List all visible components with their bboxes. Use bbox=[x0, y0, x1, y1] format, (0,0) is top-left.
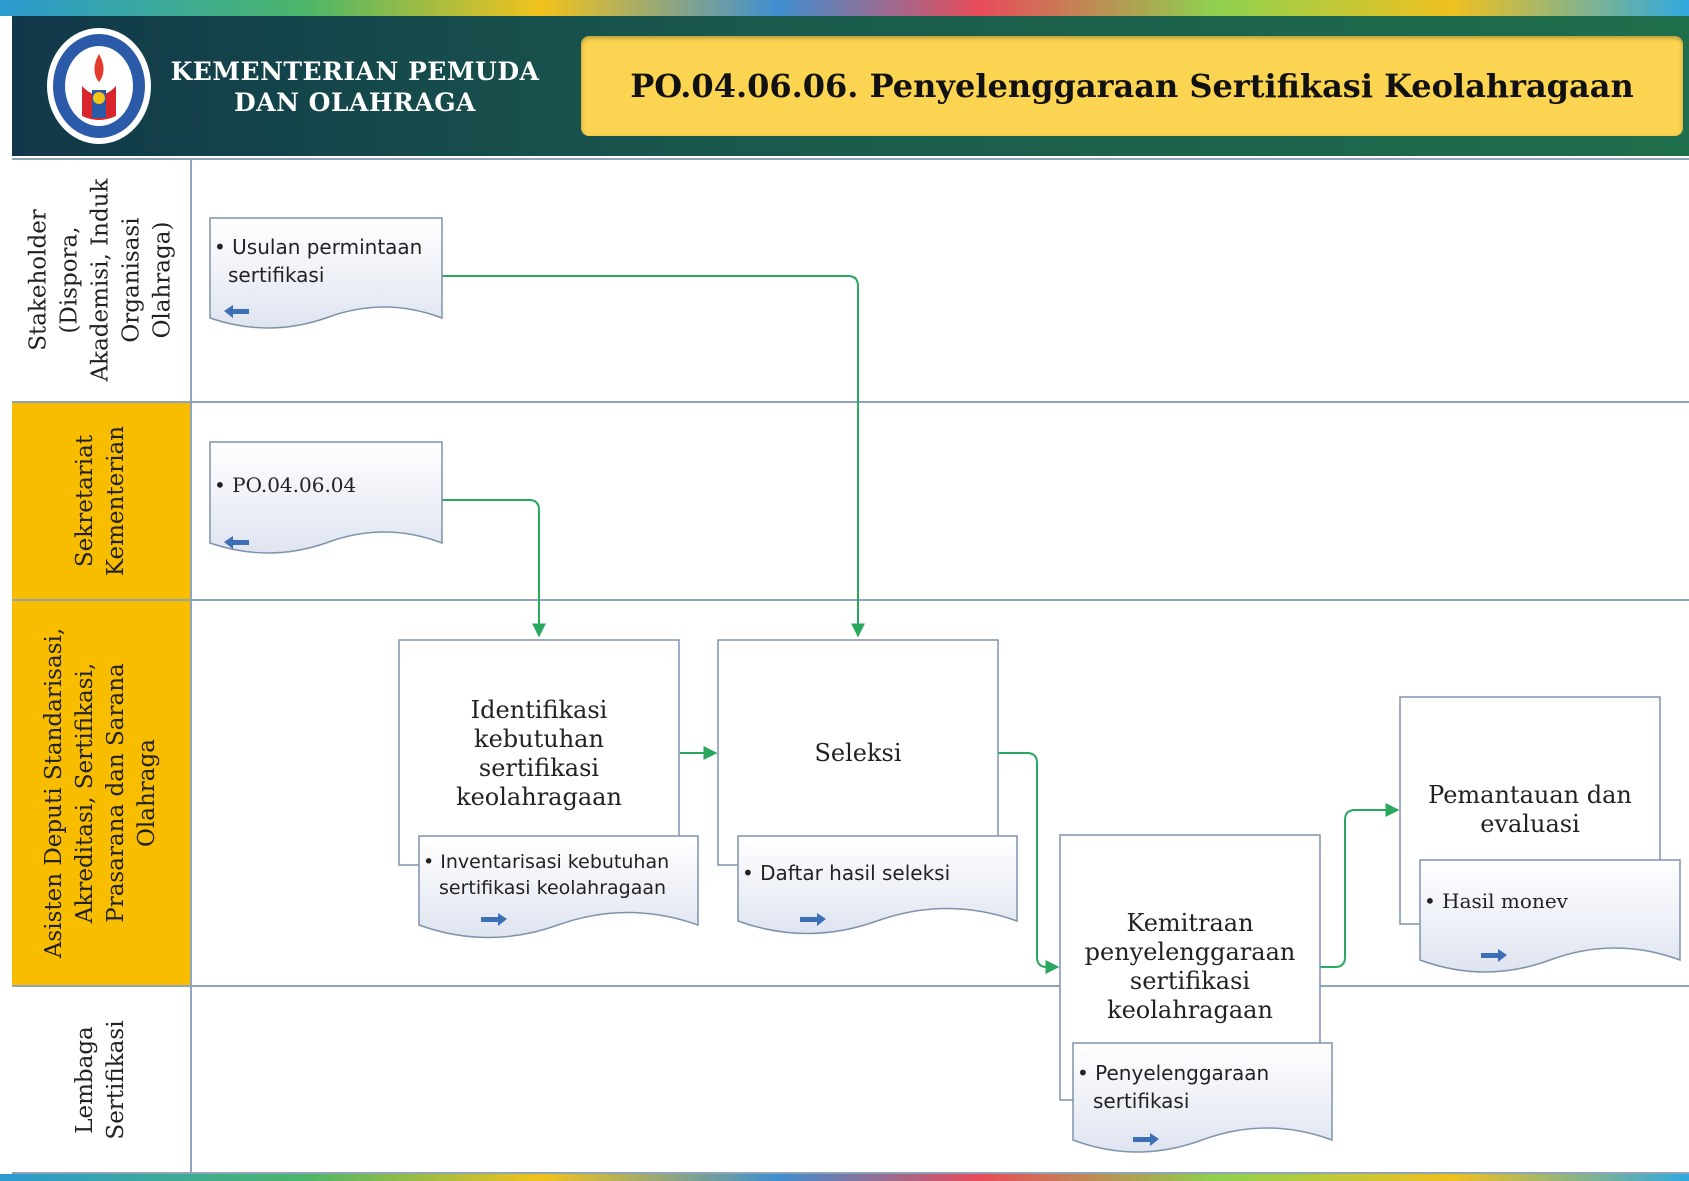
lane-divider bbox=[12, 1172, 1689, 1174]
arrow-left-icon bbox=[224, 305, 249, 318]
arrow-right-icon bbox=[481, 913, 507, 926]
lane-label-lembaga: Lembaga Sertifikasi bbox=[12, 986, 192, 1174]
arrow-left-icon bbox=[224, 536, 249, 549]
process-box: Identifikasi kebutuhan sertifikasi keola… bbox=[398, 639, 680, 866]
lane-divider bbox=[12, 599, 1689, 601]
document-text: • Inventarisasi kebutuhan bbox=[423, 851, 669, 873]
arrow-right-icon bbox=[800, 913, 826, 926]
process-text: Kemitraan bbox=[1126, 909, 1253, 937]
document-text: sertifikasi keolahragaan bbox=[439, 877, 666, 899]
connector-line bbox=[442, 499, 546, 638]
lane-divider bbox=[12, 401, 1689, 403]
process-text: Identifikasi bbox=[471, 696, 608, 724]
title-box: PO.04.06.06. Penyelenggaraan Sertifikasi… bbox=[581, 36, 1683, 136]
process-text: sertifikasi bbox=[1130, 967, 1250, 995]
lane-divider bbox=[12, 158, 1689, 160]
document-text: • Penyelenggaraan bbox=[1077, 1061, 1269, 1085]
org-name-line: KEMENTERIAN PEMUDA bbox=[170, 57, 540, 86]
bottom-color-stripe bbox=[0, 1174, 1689, 1181]
document-text: sertifikasi bbox=[228, 263, 324, 287]
input-document: • PO.04.06.04 bbox=[209, 441, 443, 554]
output-document: • Hasil monev bbox=[1419, 859, 1681, 973]
process-text: evaluasi bbox=[1480, 810, 1580, 838]
document-text: • Daftar hasil seleksi bbox=[742, 861, 950, 885]
lane-label-stakeholder: Stakeholder (Dispora, Akademisi, Induk O… bbox=[12, 158, 192, 402]
process-text: penyelenggaraan bbox=[1085, 938, 1296, 966]
lane-divider bbox=[12, 985, 1689, 987]
connector-line bbox=[442, 275, 865, 638]
process-text: Seleksi bbox=[814, 739, 901, 767]
output-document: • Penyelenggaraan sertifikasi bbox=[1072, 1042, 1333, 1153]
output-document: • Inventarisasi kebutuhan sertifikasi ke… bbox=[418, 835, 699, 939]
kemenpora-emblem-icon bbox=[47, 28, 151, 144]
document-text: • PO.04.06.04 bbox=[214, 473, 356, 497]
process-box: Seleksi bbox=[717, 639, 999, 866]
org-name-line: DAN OLAHRAGA bbox=[234, 88, 476, 117]
document-text: • Usulan permintaan bbox=[214, 235, 422, 259]
input-document: • Usulan permintaan sertifikasi bbox=[209, 217, 443, 329]
output-document: • Daftar hasil seleksi bbox=[737, 835, 1018, 935]
arrow-right-icon bbox=[1133, 1133, 1159, 1146]
top-color-stripe bbox=[0, 0, 1689, 16]
process-text: keolahragaan bbox=[456, 783, 622, 811]
document-text: • Hasil monev bbox=[1424, 889, 1569, 913]
connector-line bbox=[1320, 803, 1400, 968]
process-text: keolahragaan bbox=[1107, 996, 1273, 1024]
process-text: Pemantauan dan bbox=[1428, 781, 1632, 809]
connector-line bbox=[998, 752, 1060, 974]
arrow-right-icon bbox=[1481, 949, 1507, 962]
document-text: sertifikasi bbox=[1093, 1089, 1189, 1113]
organization-name: KEMENTERIAN PEMUDA DAN OLAHRAGA bbox=[170, 56, 540, 118]
process-text: sertifikasi bbox=[479, 754, 599, 782]
process-text: kebutuhan bbox=[474, 725, 604, 753]
lane-label-asisten-deputi: Asisten Deputi Standarisasi, Akreditasi,… bbox=[12, 600, 192, 986]
lane-label-sekretariat: Sekretariat Kementerian bbox=[12, 402, 192, 600]
page-title: PO.04.06.06. Penyelenggaraan Sertifikasi… bbox=[630, 67, 1634, 105]
